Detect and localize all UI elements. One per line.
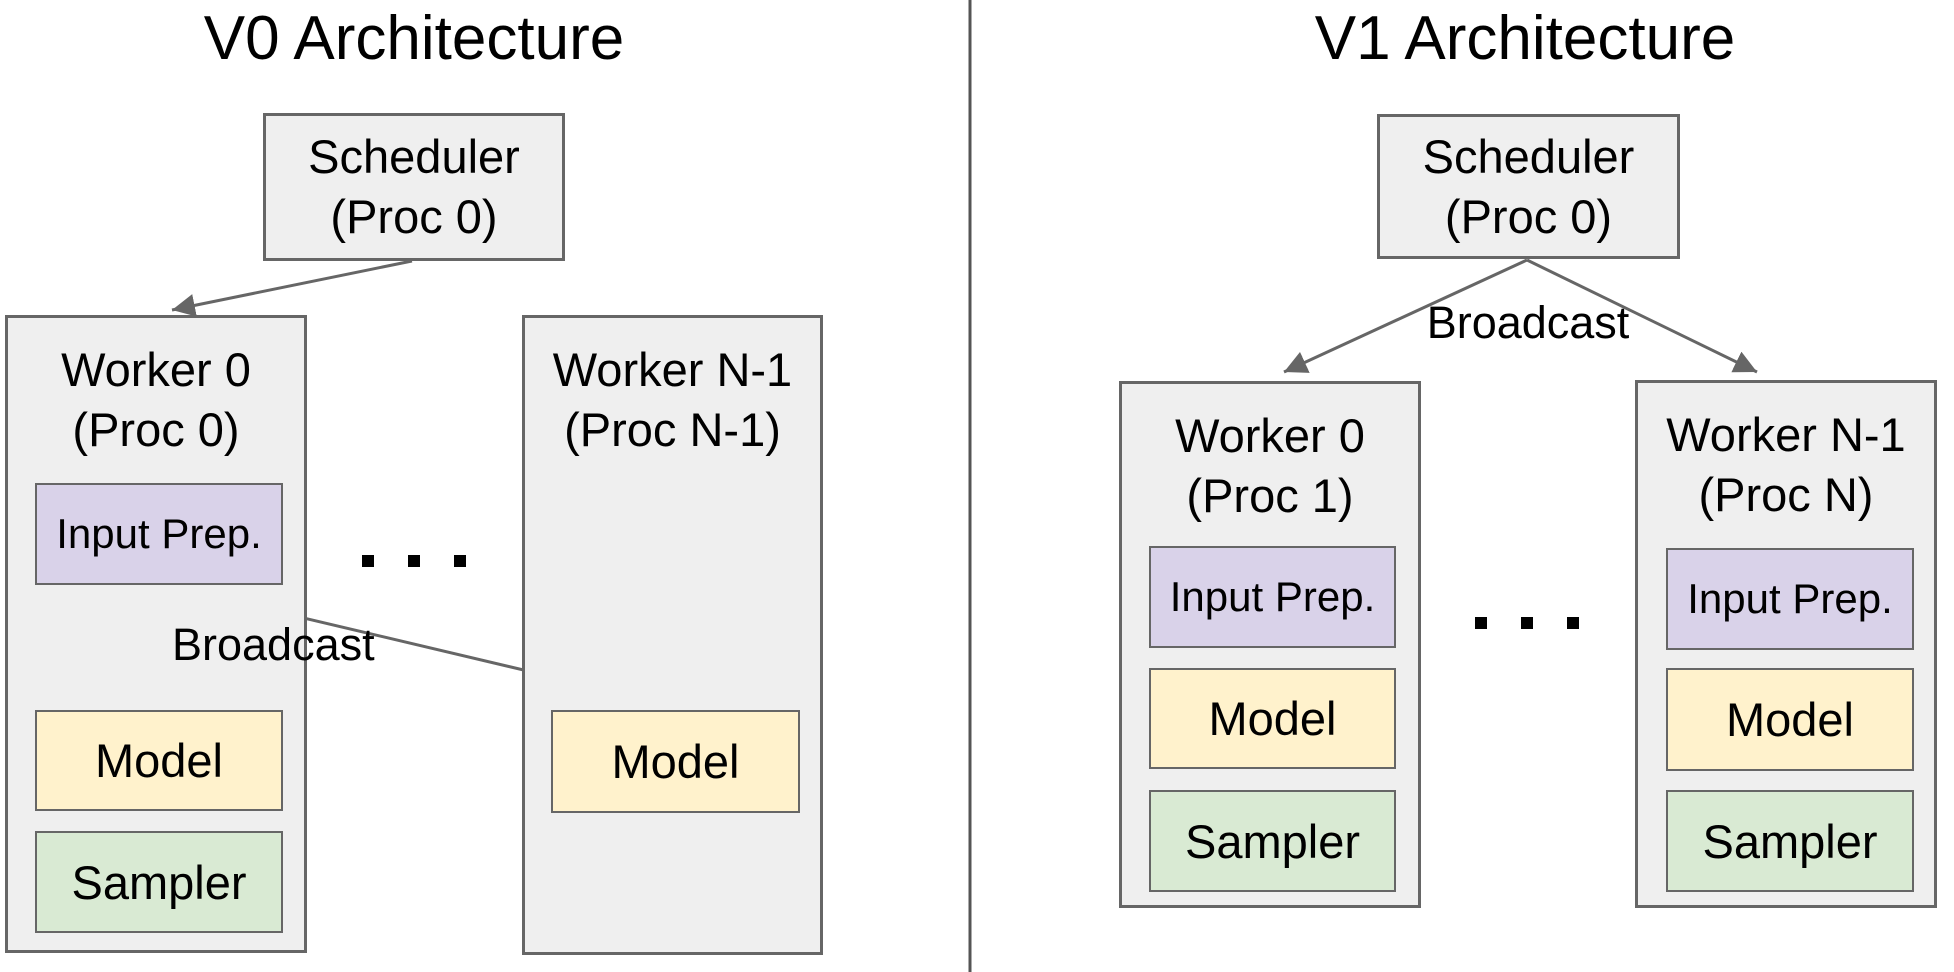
v0-workerN-proc: (Proc N-1) (564, 403, 781, 456)
v0-scheduler-label: Scheduler (308, 130, 520, 183)
v1-worker0-title: Worker 0 (Proc 1) (1122, 406, 1418, 526)
dot (1567, 617, 1579, 629)
v0-workerN-name: Worker N-1 (552, 343, 793, 396)
v1-broadcast-label: Broadcast (1426, 297, 1630, 348)
v0-worker0-input-prep-label: Input Prep. (56, 510, 262, 557)
v1-workerN-title: Worker N-1 (Proc N) (1638, 405, 1934, 525)
dot (408, 555, 420, 567)
v1-workerN-sampler-block: Sampler (1666, 790, 1914, 892)
v1-title: V1 Architecture (1314, 4, 1736, 73)
v0-worker0-input-prep-block: Input Prep. (35, 483, 283, 585)
dot (1521, 617, 1533, 629)
v1-workerN-input-prep-label: Input Prep. (1687, 575, 1893, 622)
v0-worker0-proc: (Proc 0) (72, 403, 240, 456)
v1-workerN-name: Worker N-1 (1666, 408, 1906, 461)
arrow-v0-scheduler-to-worker0 (171, 259, 413, 317)
dot (1475, 617, 1487, 629)
v0-broadcast-label: Broadcast (172, 619, 375, 670)
v0-worker0-name: Worker 0 (61, 343, 251, 396)
v1-worker0-box: Worker 0 (Proc 1) Input Prep. Model Samp… (1119, 381, 1421, 908)
v1-workerN-model-label: Model (1725, 693, 1854, 746)
v1-worker0-input-prep-block: Input Prep. (1149, 546, 1396, 648)
v1-workerN-sampler-label: Sampler (1702, 814, 1878, 868)
v0-worker0-title: Worker 0 (Proc 0) (8, 340, 304, 460)
v0-workerN-model-label: Model (611, 735, 740, 788)
v1-worker0-sampler-label: Sampler (1184, 814, 1360, 868)
v0-scheduler-box: Scheduler (Proc 0) (263, 113, 565, 261)
v0-workerN-model-block: Model (551, 710, 800, 813)
v1-worker0-model-block: Model (1149, 668, 1396, 769)
v1-scheduler-proc: (Proc 0) (1444, 189, 1613, 243)
v1-workerN-box: Worker N-1 (Proc N) Input Prep. Model Sa… (1635, 380, 1937, 908)
v1-workerN-model-block: Model (1666, 668, 1914, 771)
v1-workerN-input-prep-block: Input Prep. (1666, 548, 1914, 650)
dot (362, 555, 374, 567)
v0-worker0-sampler-label: Sampler (71, 855, 247, 909)
v0-worker0-box: Worker 0 (Proc 0) Input Prep. Model Samp… (5, 315, 307, 953)
v0-worker0-model-block: Model (35, 710, 283, 811)
v1-scheduler-box: Scheduler (Proc 0) (1377, 114, 1680, 259)
v1-worker0-sampler-block: Sampler (1149, 790, 1396, 892)
v0-workerN-title: Worker N-1 (Proc N-1) (525, 340, 820, 460)
v1-scheduler-label: Scheduler (1422, 129, 1635, 183)
v0-scheduler-proc: (Proc 0) (330, 190, 498, 243)
dot (454, 555, 466, 567)
v0-worker0-sampler-block: Sampler (35, 831, 283, 933)
v1-workerN-proc: (Proc N) (1698, 468, 1874, 521)
v1-worker0-name: Worker 0 (1175, 409, 1365, 462)
v1-worker0-proc: (Proc 1) (1186, 469, 1354, 522)
v1-worker0-model-label: Model (1208, 692, 1337, 745)
v0-worker0-model-label: Model (94, 734, 223, 787)
v0-ellipsis-dots (362, 555, 466, 567)
v0-workerN-box: Worker N-1 (Proc N-1) Model (522, 315, 823, 955)
v1-ellipsis-dots (1475, 617, 1579, 629)
v0-title: V0 Architecture (203, 4, 625, 73)
v1-worker0-input-prep-label: Input Prep. (1169, 573, 1376, 620)
